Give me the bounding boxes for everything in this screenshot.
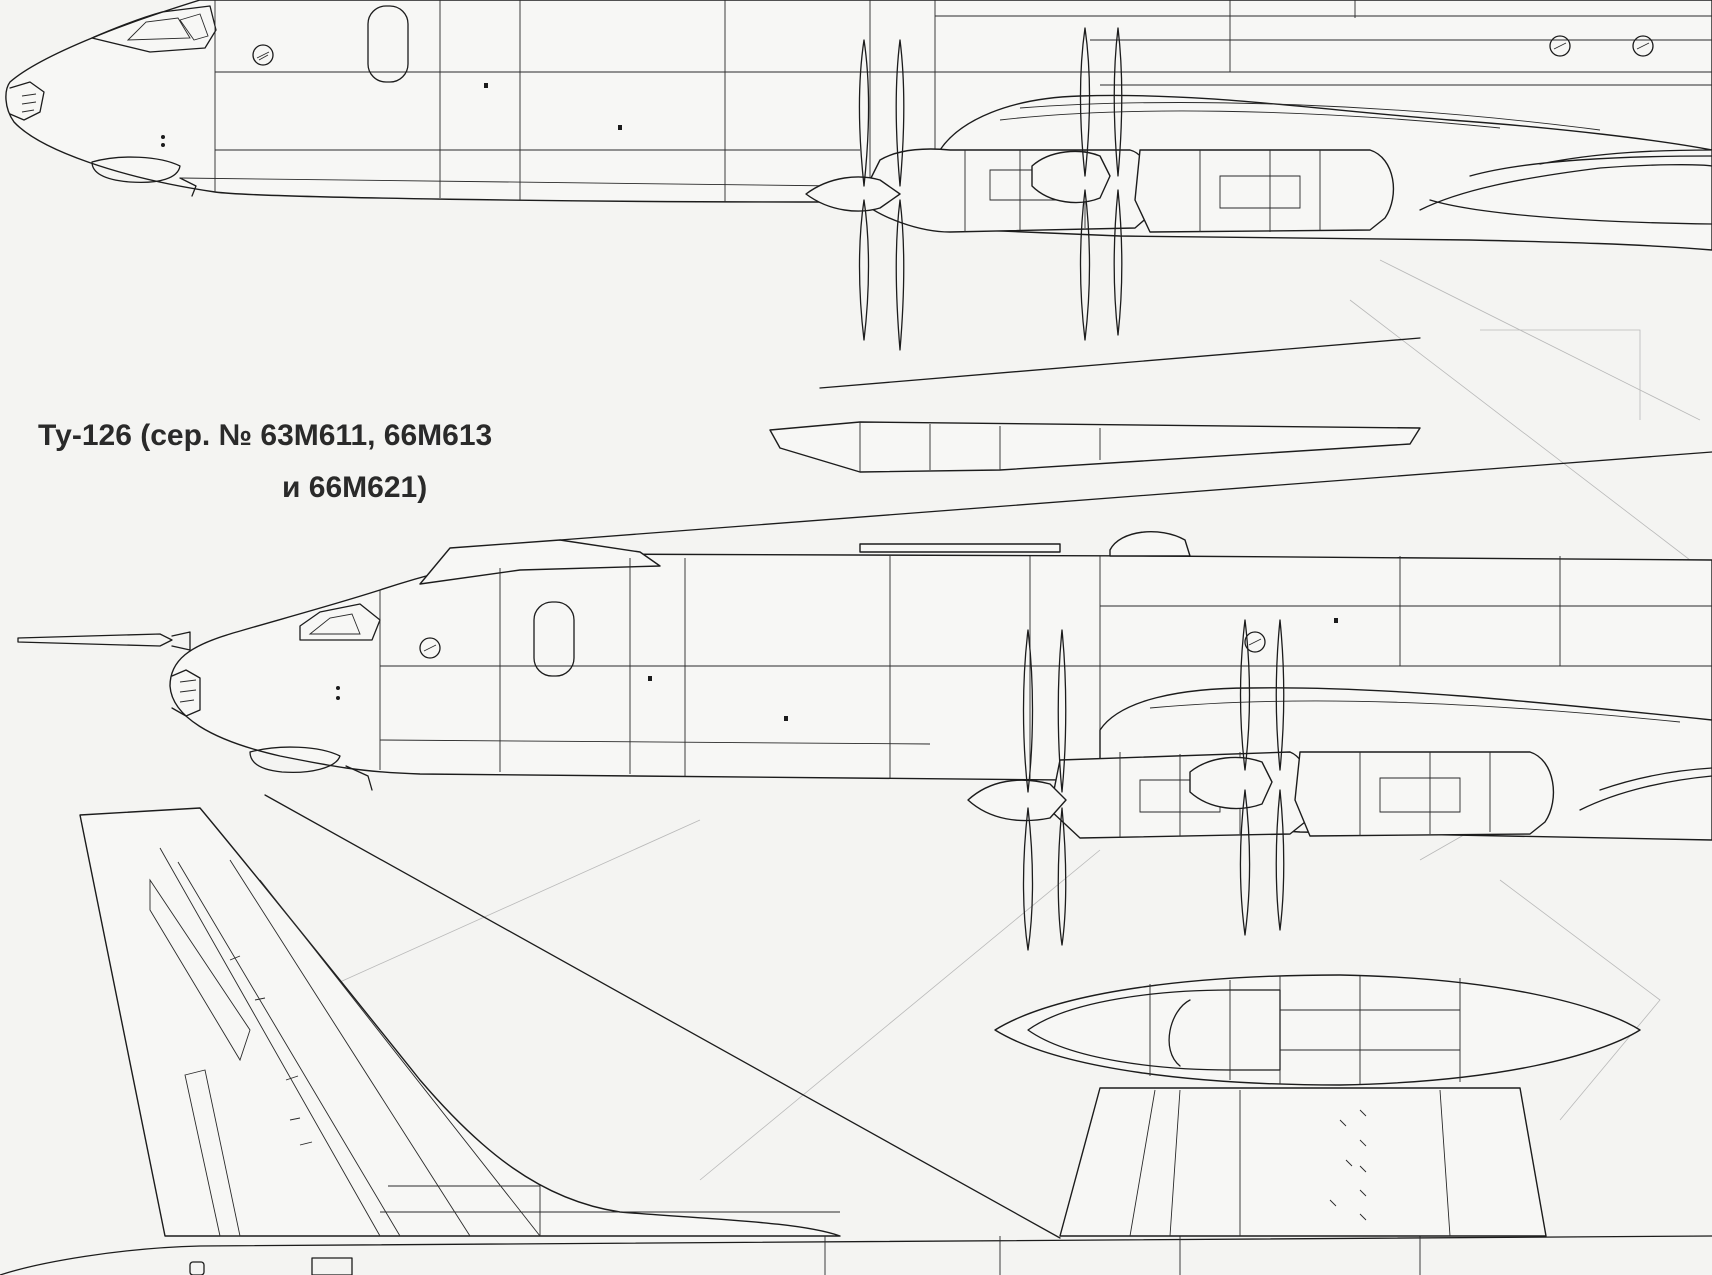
engine-nacelle-outer — [1134, 149, 1395, 233]
figure-title: Ту-126 (сер. № 63М611, 66М613 и 66М621) — [38, 410, 638, 514]
rotodome-pylon — [1059, 1087, 1547, 1237]
wing-edge-section — [769, 337, 1421, 473]
figure-title-line-2: и 66М621) — [282, 471, 428, 504]
lower-engine-group — [967, 619, 1712, 951]
upper-engine-group — [805, 27, 1712, 351]
radar-rotodome — [994, 974, 1641, 1237]
figure-title-line-1: Ту-126 (сер. № 63М611, 66М613 — [38, 419, 493, 452]
rotodome-disc — [994, 974, 1641, 1086]
engine-nacelle-inner — [859, 148, 1154, 233]
refuel-probe — [17, 633, 173, 647]
tail-fin — [0, 794, 1712, 1275]
